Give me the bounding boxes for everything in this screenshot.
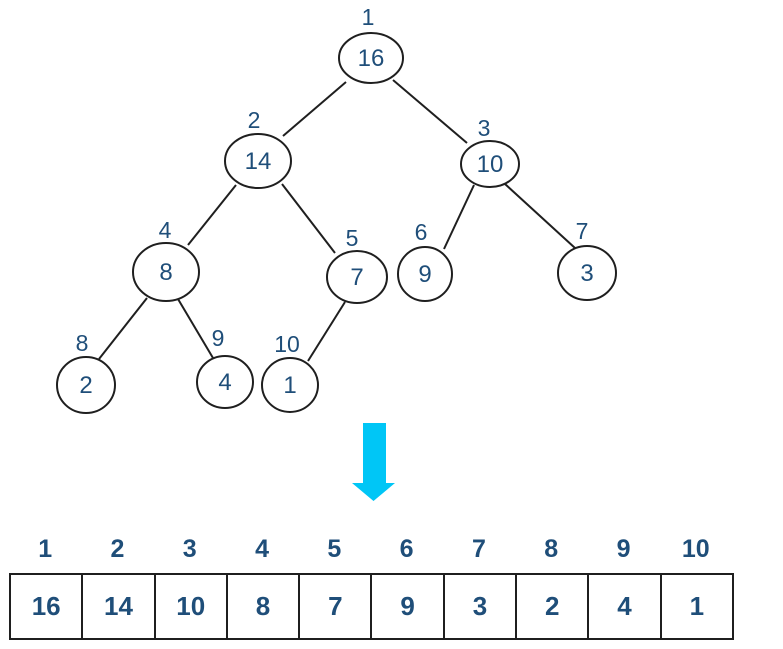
array-index-label: 9 [616,535,631,563]
array-cell: 16 [9,573,84,640]
array-cell: 9 [370,573,445,640]
node-index-label: 10 [274,331,300,357]
tree-edge-1-2 [282,81,347,137]
array-cell: 10 [153,573,228,640]
tree-edge-3-6 [443,184,475,250]
array-index-label: 6 [399,535,414,563]
array-index-label: 8 [544,535,559,563]
node-value: 2 [79,372,92,399]
node-index-label: 6 [415,219,428,245]
node-index-label: 5 [346,225,359,251]
node-value: 16 [358,45,385,72]
node-index-label: 3 [478,115,491,141]
tree-edge-4-9 [177,298,214,359]
node-ellipse [56,356,116,414]
tree-node-8: 2 8 [56,330,116,414]
node-index-label: 4 [159,217,172,243]
tree-node-9: 4 9 [196,325,254,409]
node-ellipse [557,245,617,301]
array-cell: 3 [442,573,518,640]
tree-node-2: 14 2 [224,107,292,189]
array-index-label: 3 [182,535,197,563]
node-index-label: 2 [248,107,261,133]
array-cell: 8 [225,573,301,640]
tree-node-10: 1 10 [261,331,319,413]
tree-node-4: 8 4 [132,217,200,302]
array-cell: 4 [587,573,662,640]
tree-edge-5-10 [307,301,346,362]
node-value: 4 [218,369,231,396]
array-cell: 1 [659,573,734,640]
array-index-label: 5 [327,535,342,563]
node-ellipse [326,250,388,304]
array-cell: 7 [298,573,373,640]
node-ellipse [338,32,404,84]
node-value: 10 [477,151,504,178]
tree-node-6: 9 6 [397,219,453,302]
tree-edge-3-7 [504,183,576,249]
node-value: 1 [283,372,296,399]
array-cell: 14 [81,573,156,640]
tree-edge-4-8 [98,297,148,360]
array-index-row: 1 2 3 4 5 6 7 8 9 10 [9,534,732,564]
tree-edge-2-4 [187,184,237,246]
node-index-label: 1 [362,4,375,30]
array-index-label: 10 [681,535,710,563]
node-ellipse [196,355,254,409]
array-row: 16 14 10 8 7 9 3 2 4 1 [9,573,734,640]
node-index-label: 7 [576,218,589,244]
tree-node-7: 3 7 [557,218,617,301]
tree-node-5: 7 5 [326,225,388,304]
array-index-label: 7 [471,535,486,563]
tree-edge-2-5 [281,183,336,254]
array-index-label: 2 [110,535,125,563]
node-index-label: 8 [76,330,89,356]
node-value: 3 [580,260,593,287]
tree-nodes: 16 1 14 2 10 3 8 4 7 5 [56,4,617,414]
array-index-label: 4 [255,535,269,563]
node-value: 8 [159,259,172,286]
down-arrow-icon [352,423,395,501]
node-ellipse [224,133,292,189]
node-value: 7 [350,264,363,291]
node-value: 9 [418,261,431,288]
node-index-label: 9 [212,325,225,351]
tree-node-3: 10 3 [460,115,520,188]
array-cell: 2 [515,573,590,640]
tree-node-1: 16 1 [338,4,404,84]
node-ellipse [460,140,520,188]
node-ellipse [397,246,453,302]
tree-edge-1-3 [392,79,468,144]
tree-edges [98,79,576,362]
array-index-label: 1 [38,535,53,563]
node-ellipse [132,242,200,302]
node-value: 14 [245,148,272,175]
node-ellipse [261,357,319,413]
